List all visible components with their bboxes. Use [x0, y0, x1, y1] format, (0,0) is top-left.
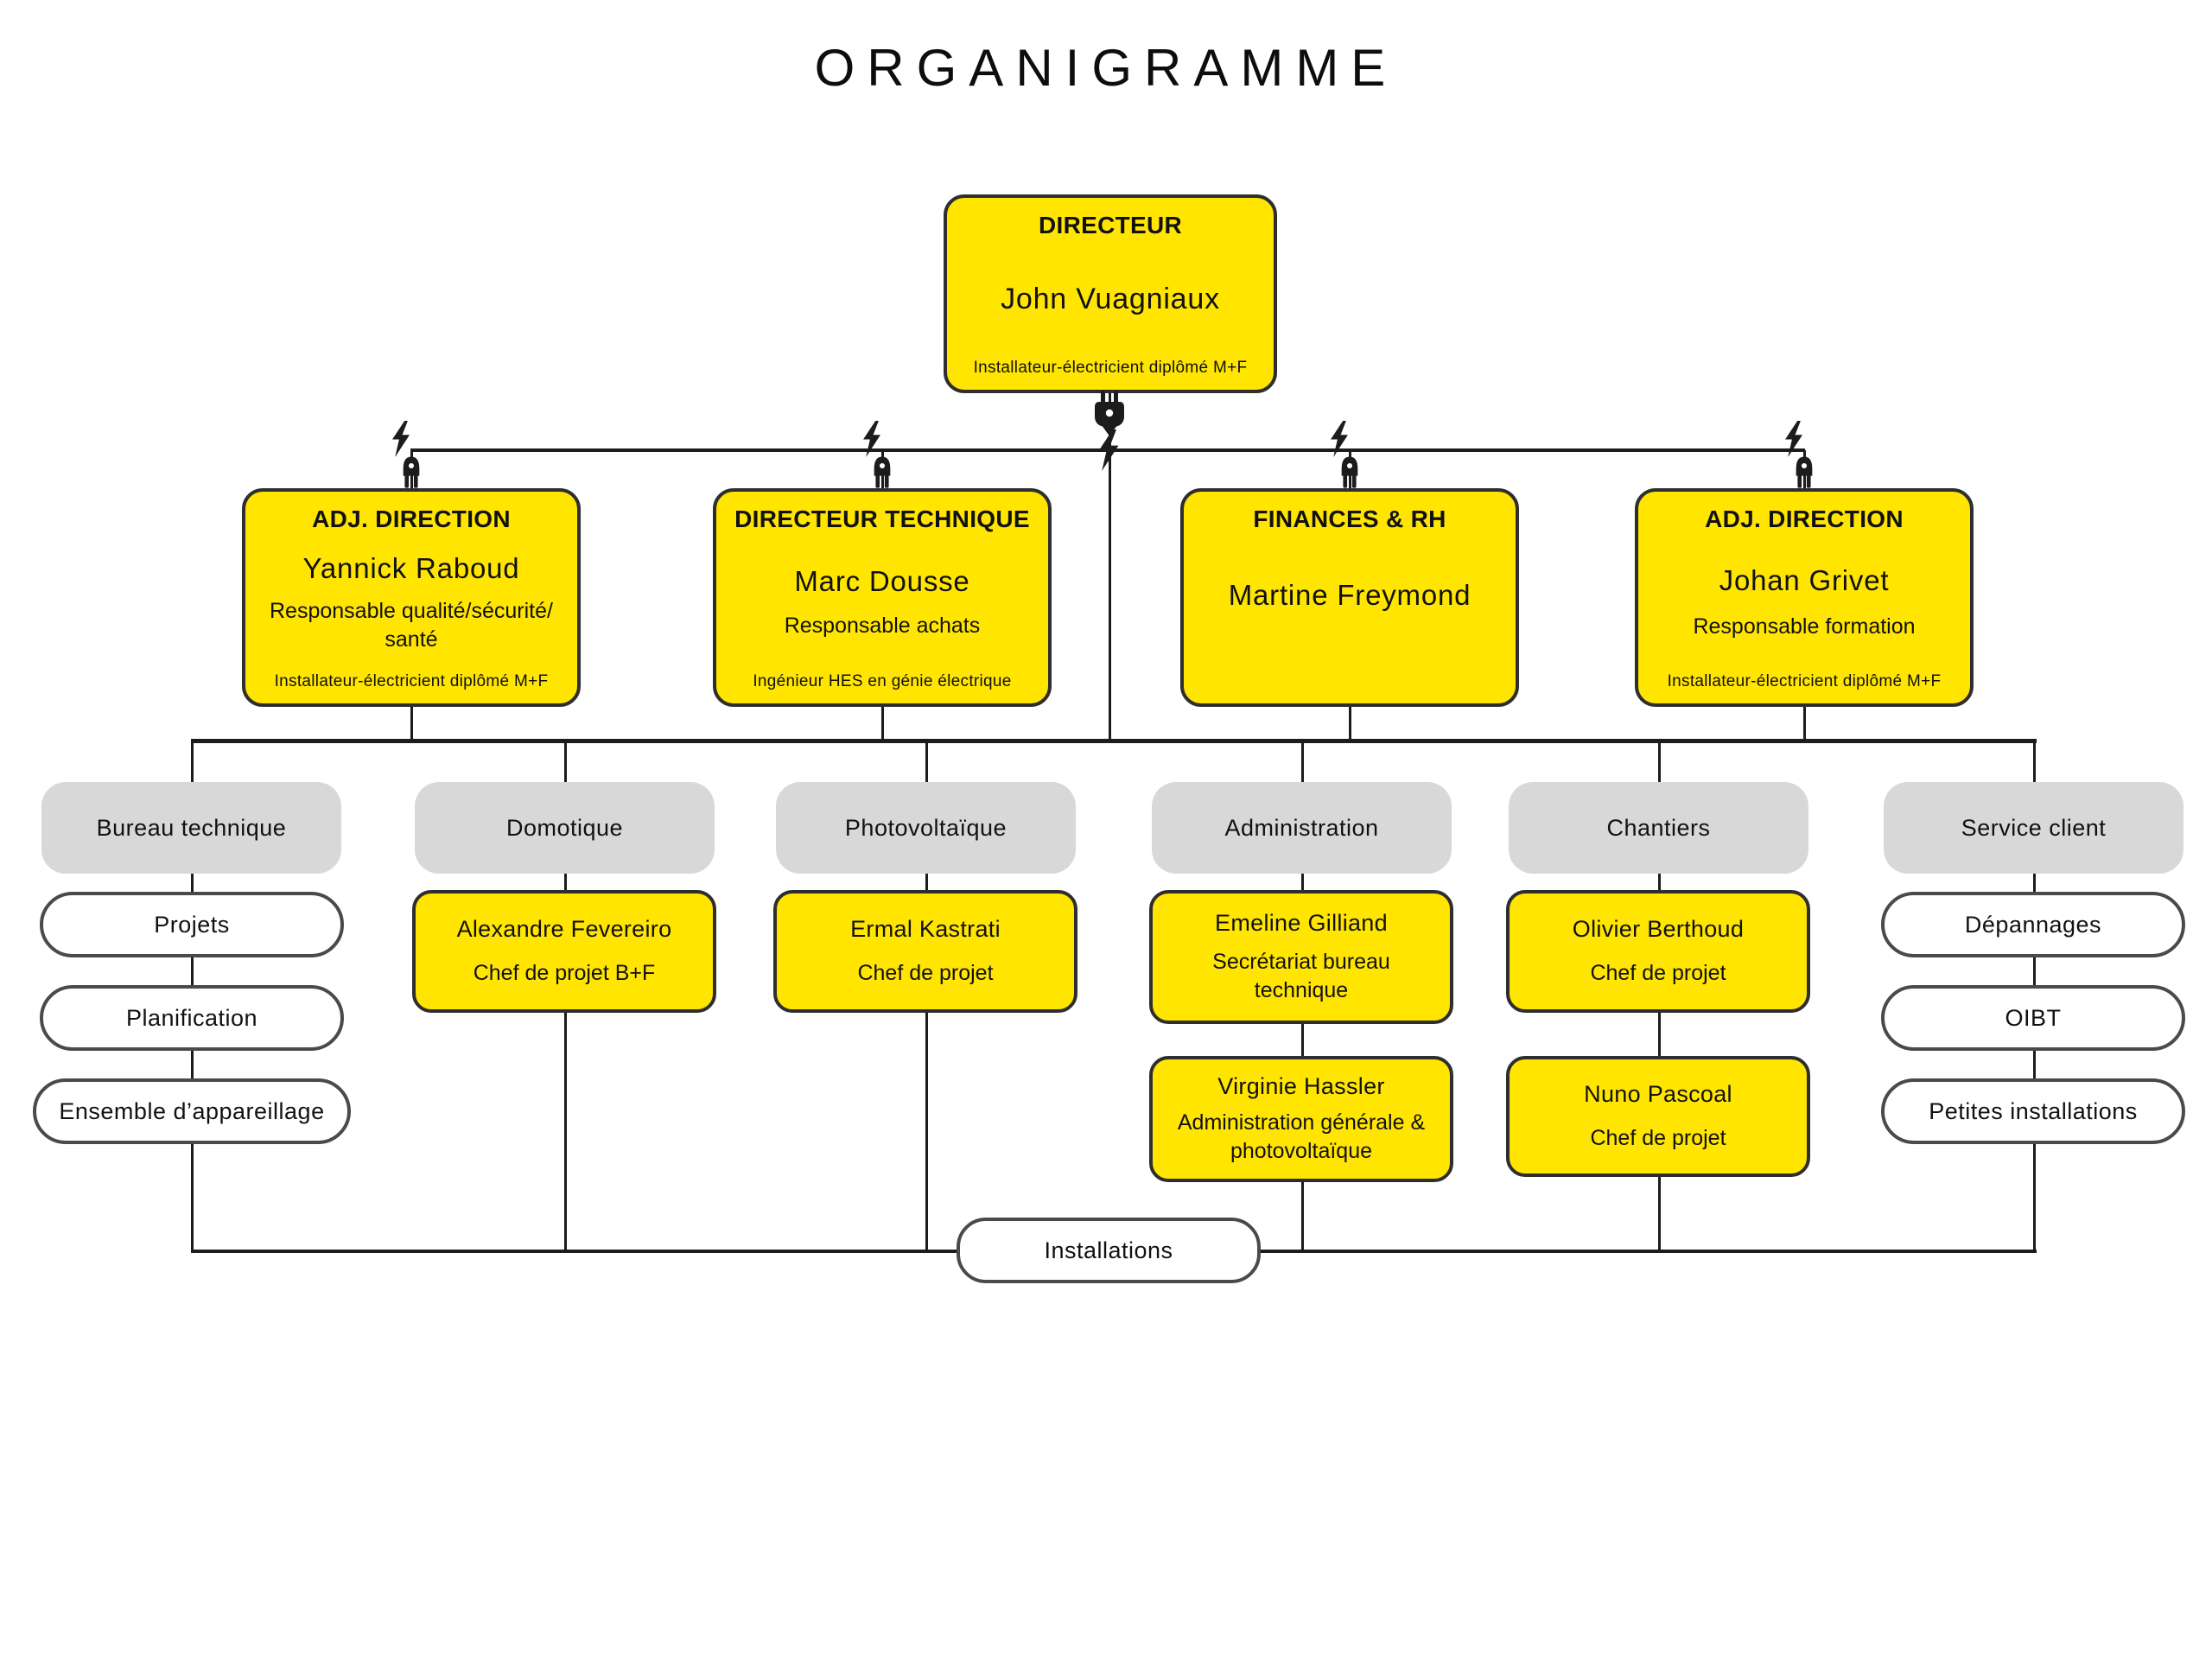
connector-column-vertical [925, 872, 928, 1252]
staff-role: Chef de projet [857, 961, 994, 985]
management-function: Responsable achats [784, 614, 981, 639]
plug-icon [1792, 454, 1816, 490]
connector-stub [2033, 741, 2036, 784]
staff-box-olivier-berthoud: Olivier Berthoud Chef de projet [1506, 890, 1810, 1013]
management-role: DIRECTEUR TECHNIQUE [734, 506, 1030, 532]
staff-name: Olivier Berthoud [1572, 915, 1745, 942]
task-pill-projets: Projets [40, 892, 344, 957]
staff-role: Chef de projet B+F [473, 961, 656, 985]
connector-box-down [410, 705, 413, 741]
staff-role: Chef de projet [1590, 961, 1726, 985]
connector-box-down [1349, 705, 1351, 741]
management-credential: Ingénieur HES en génie électrique [753, 672, 1012, 690]
task-pill-ensemble-appareillage: Ensemble d’appareillage [33, 1078, 351, 1144]
connector-column-vertical [2033, 872, 2036, 1252]
director-name: John Vuagniaux [1001, 282, 1220, 315]
staff-role: Chef de projet [1590, 1125, 1726, 1150]
lightning-bolt-icon [1329, 421, 1350, 457]
department-pill-bureau-technique: Bureau technique [41, 782, 341, 874]
staff-role: Administration générale & photovoltaïque [1177, 1110, 1426, 1163]
director-box: DIRECTEUR John Vuagniaux Installateur-él… [944, 194, 1277, 393]
management-box-adj-direction-1: ADJ. DIRECTION Yannick Raboud Responsabl… [242, 488, 581, 707]
management-function: Responsable formation [1693, 614, 1916, 639]
management-credential: Installateur-électricient diplômé M+F [274, 672, 549, 690]
staff-name: Ermal Kastrati [850, 915, 1001, 942]
department-pill-domotique: Domotique [415, 782, 715, 874]
lightning-bolt-icon [1783, 421, 1804, 457]
task-pill-planification: Planification [40, 985, 344, 1051]
director-credential: Installateur-électricient diplômé M+F [973, 359, 1248, 377]
lightning-bolt-icon [391, 421, 411, 457]
lightning-bolt-icon [1096, 429, 1121, 471]
management-role: FINANCES & RH [1253, 506, 1446, 532]
staff-box-alexandre-fevereiro: Alexandre Fevereiro Chef de projet B+F [412, 890, 716, 1013]
task-pill-petites-installations: Petites installations [1881, 1078, 2185, 1144]
connector-department-bus [191, 739, 2037, 743]
staff-box-ermal-kastrati: Ermal Kastrati Chef de projet [773, 890, 1077, 1013]
connector-column-vertical [564, 872, 567, 1252]
connector-stub [191, 741, 194, 784]
management-name: Marc Dousse [794, 565, 970, 598]
staff-name: Virginie Hassler [1217, 1073, 1385, 1099]
management-credential: Installateur-électricient diplômé M+F [1667, 672, 1942, 690]
staff-box-virginie-hassler: Virginie Hassler Administration générale… [1149, 1056, 1453, 1182]
staff-name: Emeline Gilliand [1215, 910, 1388, 936]
plug-icon [399, 454, 423, 490]
management-box-directeur-technique: DIRECTEUR TECHNIQUE Marc Dousse Responsa… [713, 488, 1052, 707]
connector-stub [925, 741, 928, 784]
staff-box-emeline-gilliand: Emeline Gilliand Secrétariat bureau tech… [1149, 890, 1453, 1024]
department-pill-chantiers: Chantiers [1509, 782, 1808, 874]
connector-box-down [1803, 705, 1806, 741]
connector-box-down [881, 705, 884, 741]
connector-stub [1301, 741, 1304, 784]
task-pill-depannages: Dépannages [1881, 892, 2185, 957]
staff-name: Alexandre Fevereiro [456, 915, 672, 942]
management-role: ADJ. DIRECTION [1705, 506, 1904, 532]
management-role: ADJ. DIRECTION [312, 506, 511, 532]
department-pill-administration: Administration [1152, 782, 1452, 874]
connector-column-vertical [191, 872, 194, 1252]
connector-center-vertical [1109, 450, 1111, 742]
task-pill-oibt: OIBT [1881, 985, 2185, 1051]
staff-box-nuno-pascoal: Nuno Pascoal Chef de projet [1506, 1056, 1810, 1177]
management-name: Yannick Raboud [302, 552, 520, 584]
lightning-bolt-icon [861, 421, 882, 457]
plug-icon [1094, 391, 1125, 436]
director-role: DIRECTEUR [1038, 212, 1183, 239]
connector-stub [1658, 741, 1661, 784]
management-box-adj-direction-2: ADJ. DIRECTION Johan Grivet Responsable … [1635, 488, 1974, 707]
management-name: Johan Grivet [1719, 564, 1890, 597]
chart-title: ORGANIGRAMME [814, 39, 1398, 97]
department-pill-service-client: Service client [1884, 782, 2183, 874]
plug-icon [870, 454, 894, 490]
management-function: Responsable qualité/sécurité/ santé [270, 599, 553, 652]
staff-name: Nuno Pascoal [1584, 1080, 1732, 1107]
installations-pill: Installations [957, 1218, 1261, 1283]
plug-icon [1338, 454, 1362, 490]
management-box-finances-rh: FINANCES & RH Martine Freymond [1180, 488, 1519, 707]
connector-stub [564, 741, 567, 784]
management-name: Martine Freymond [1228, 578, 1471, 611]
department-pill-photovoltaique: Photovoltaïque [776, 782, 1076, 874]
staff-role: Secrétariat bureau technique [1212, 950, 1390, 1002]
